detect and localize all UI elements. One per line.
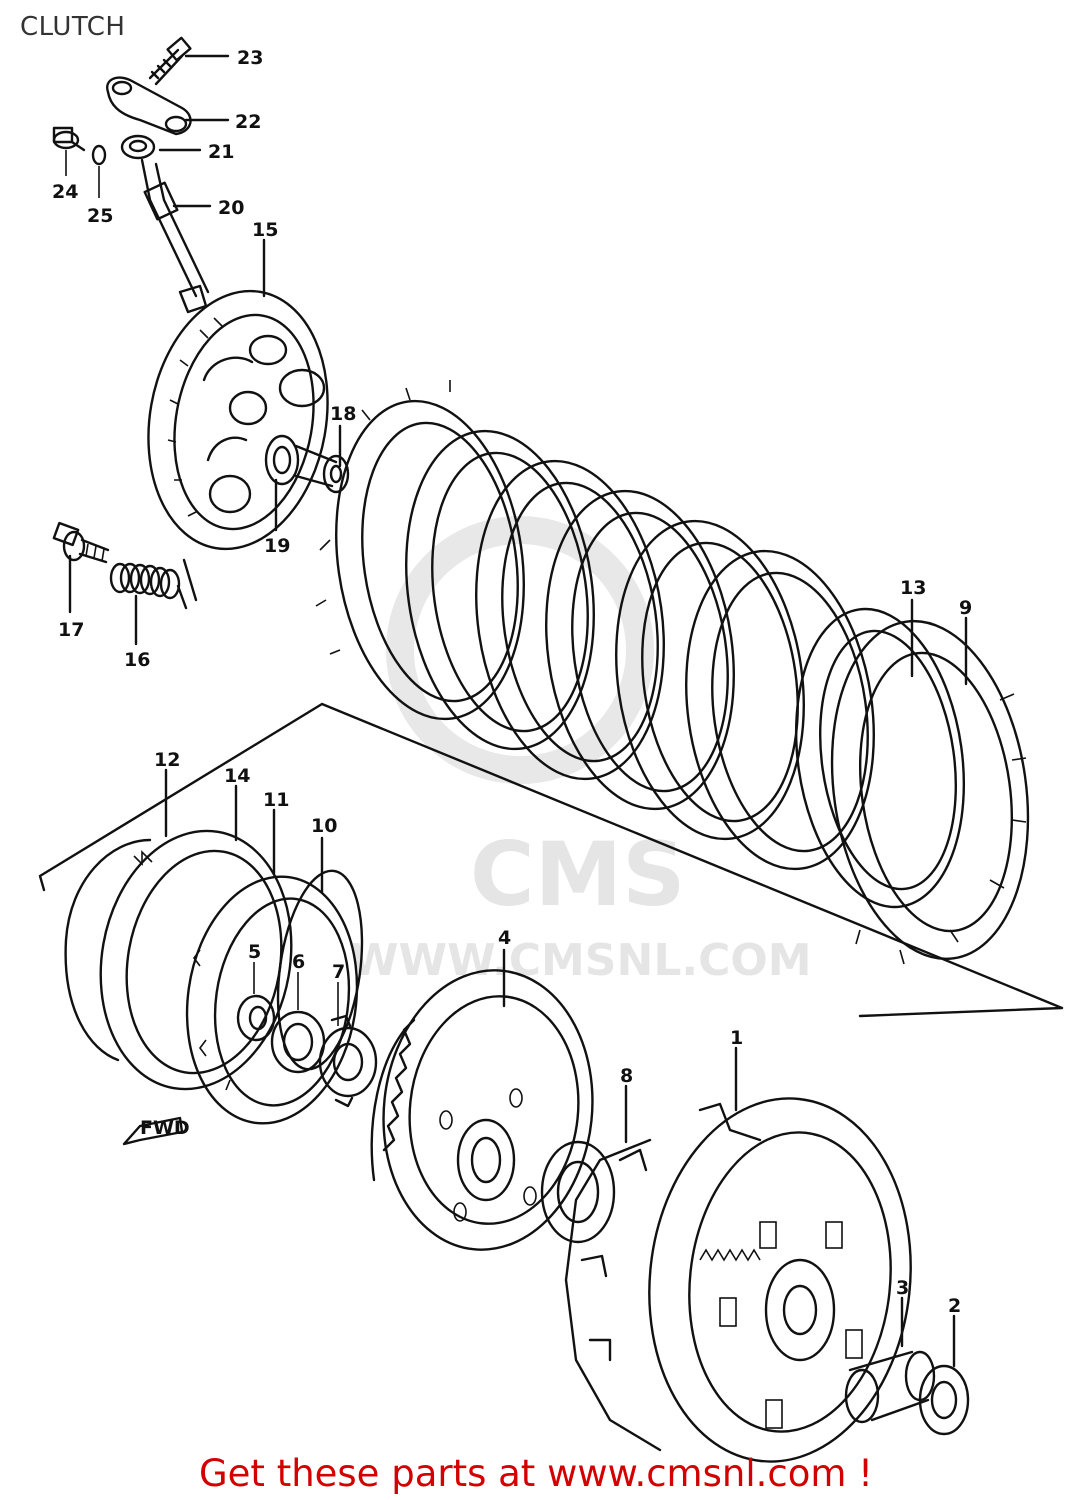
callout-1[interactable]: 1 (730, 1027, 743, 1049)
callout-10[interactable]: 10 (311, 815, 337, 837)
nut-21 (120, 134, 156, 160)
pusher-18 (294, 444, 350, 494)
leader-lines (65, 54, 968, 1368)
driven-plate (685, 549, 875, 871)
footer-link[interactable]: Get these parts at www.cmsnl.com ! (198, 1452, 873, 1495)
callout-6[interactable]: 6 (292, 951, 305, 973)
watermark-brand: CMS (470, 823, 686, 926)
callouts: 23 22 21 20 24 25 15 18 19 17 16 13 9 12… (52, 47, 972, 1317)
sleeve-hub-11 (185, 875, 359, 1125)
bolt-24 (52, 126, 86, 152)
callout-5[interactable]: 5 (248, 941, 261, 963)
callout-18[interactable]: 18 (330, 403, 356, 425)
spacer-3 (844, 1350, 936, 1424)
drive-plate (475, 459, 665, 781)
thrust-washer-8 (540, 1140, 616, 1244)
callout-9[interactable]: 9 (959, 597, 972, 619)
push-rod-20 (140, 158, 210, 314)
callout-20[interactable]: 20 (218, 197, 244, 219)
callout-16[interactable]: 16 (124, 649, 150, 671)
plate-stack (315, 380, 1030, 965)
release-arm-22 (106, 76, 192, 136)
primary-driven-gear-1 (564, 1097, 912, 1463)
callout-14[interactable]: 14 (224, 765, 250, 787)
callout-15[interactable]: 15 (252, 219, 278, 241)
bolt-17 (52, 521, 110, 564)
washer-2 (918, 1364, 970, 1436)
pressure-plate-15 (147, 289, 329, 551)
callout-8[interactable]: 8 (620, 1065, 633, 1087)
callout-2[interactable]: 2 (948, 1295, 961, 1317)
driven-plate (545, 489, 735, 811)
watermark: CMS WWW.CMSNL.COM (350, 516, 812, 986)
callout-3[interactable]: 3 (896, 1277, 909, 1299)
callout-25[interactable]: 25 (87, 205, 113, 227)
bolt-23 (148, 36, 192, 86)
callout-7[interactable]: 7 (332, 961, 345, 983)
washer-25 (91, 144, 107, 166)
callout-11[interactable]: 11 (263, 789, 289, 811)
spring-16 (109, 558, 198, 610)
callout-24[interactable]: 24 (52, 181, 78, 203)
callout-13[interactable]: 13 (900, 577, 926, 599)
drive-plate (335, 399, 525, 721)
watermark-url: WWW.CMSNL.COM (350, 935, 812, 986)
callout-4[interactable]: 4 (498, 927, 511, 949)
callout-22[interactable]: 22 (235, 111, 261, 133)
callout-17[interactable]: 17 (58, 619, 84, 641)
callout-19[interactable]: 19 (264, 535, 290, 557)
assembly-outline (38, 702, 1064, 1018)
drive-plate (615, 519, 805, 841)
spring-washer-10 (276, 869, 364, 1071)
fwd-label: FWD (140, 1117, 190, 1139)
bearing-19 (264, 434, 300, 486)
washer-6 (270, 1010, 326, 1074)
drive-plate-13 (794, 607, 966, 909)
callout-21[interactable]: 21 (208, 141, 234, 163)
drive-plate-9 (830, 619, 1030, 965)
callout-23[interactable]: 23 (237, 47, 263, 69)
nut-5 (236, 994, 276, 1042)
lock-washer-7 (318, 1014, 378, 1108)
diagram-title: CLUTCH (20, 12, 126, 42)
clutch-sleeve-hub-4 (370, 969, 594, 1251)
driven-plate (405, 429, 595, 751)
fwd-arrow-icon: FWD (122, 1116, 190, 1146)
callout-12[interactable]: 12 (154, 749, 180, 771)
